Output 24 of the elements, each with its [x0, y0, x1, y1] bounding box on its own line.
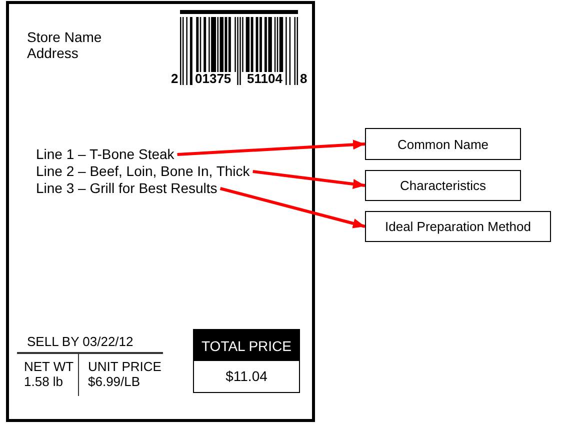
- arrow: [252, 170, 366, 189]
- label-text: Line 2 – Beef, Loin, Bone In, Thick: [36, 163, 253, 180]
- barcode-number: 2: [171, 71, 178, 86]
- label-text: Line 1 – T-Bone Steak: [36, 146, 178, 163]
- barcode-number: 51104: [247, 71, 282, 86]
- label-card: [6, 1, 315, 422]
- barcode-number: 8: [300, 71, 308, 86]
- table-value: 1.58 lb: [24, 374, 64, 389]
- sell-by-date: SELL BY 03/22/12: [27, 334, 134, 349]
- label-text: Line 3 – Grill for Best Results: [36, 180, 220, 197]
- arrow: [220, 187, 366, 228]
- barcode-number: 01375: [195, 71, 232, 86]
- arrow: [177, 140, 366, 156]
- table-value: $6.99/LB: [88, 374, 140, 389]
- callout-box: Ideal Preparation Method: [365, 211, 551, 242]
- price-value: $11.04: [224, 367, 268, 386]
- store-name-text: Store Name: [27, 29, 102, 45]
- table-heading: NET WT: [24, 359, 74, 374]
- callout-box: Characteristics: [365, 170, 521, 201]
- price-header: TOTAL PRICE: [194, 330, 299, 361]
- total-price-box: [193, 329, 300, 393]
- table-heading: UNIT PRICE: [88, 359, 162, 374]
- address-text: Address: [27, 45, 78, 61]
- callout-box: Common Name: [365, 128, 521, 160]
